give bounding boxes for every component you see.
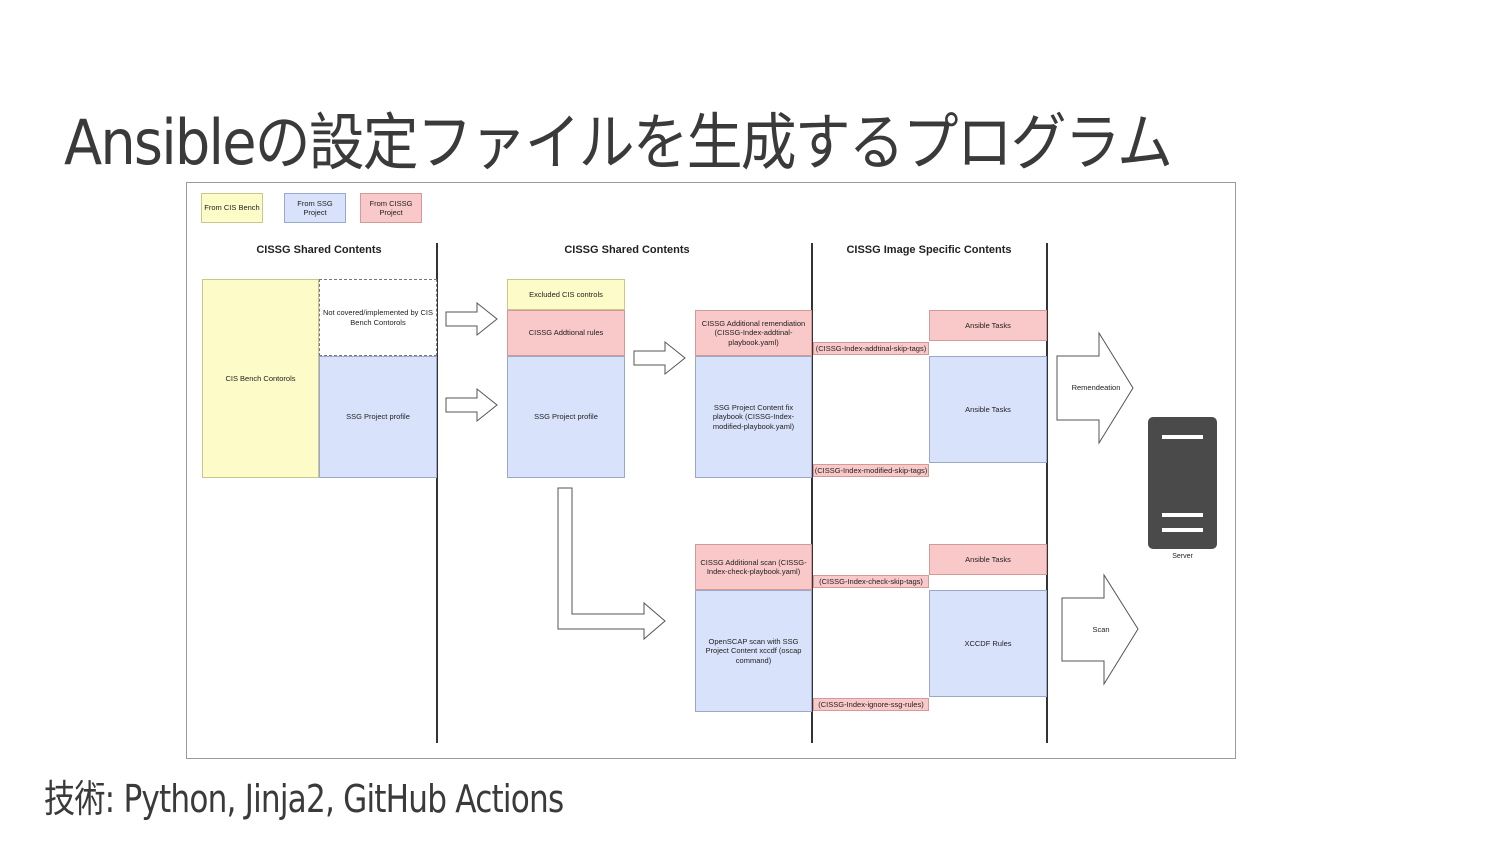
tech-stack-footer: 技術: Python, Jinja2, GitHub Actions [44,777,564,821]
tag-addtinal-skip: (CISSG-Index-addtinal-skip-tags) [813,342,929,355]
architecture-diagram: From CIS Bench From SSG Project From CIS… [186,182,1236,759]
slide-title: Ansibleの設定ファイルを生成するプログラム [64,106,1173,179]
arrow-right-middle [633,340,686,376]
tag-modified-skip: (CISSG-Index-modified-skip-tags) [813,464,929,477]
server-label: Server [1172,553,1193,560]
additional-rules-box: CISSG Addtional rules [507,310,625,356]
cis-bench-controls-box: CIS Bench Contorols [202,279,319,478]
additional-remediation-box: CISSG Additional remendiation (CISSG-Ind… [695,310,812,356]
separator-2 [811,243,813,743]
arrow-right-upper [445,301,498,337]
arrow-scan [1061,573,1139,686]
scan-label: Scan [1092,625,1110,634]
diagram-arrows [445,301,1217,686]
ansible-tasks-box-3: Ansible Tasks [929,544,1047,575]
xccdf-rules-box: XCCDF Rules [929,590,1047,697]
tag-ignore-ssg: (CISSG-Index-ignore-ssg-rules) [813,698,929,711]
additional-scan-box: CISSG Additional scan (CISSG-Index-check… [695,544,812,590]
ansible-tasks-box-2: Ansible Tasks [929,356,1047,463]
tag-check-skip: (CISSG-Index-check-skip-tags) [813,575,929,588]
excluded-controls-box: Excluded CIS controls [507,279,625,310]
ssg-profile-box-2: SSG Project profile [507,356,625,478]
openscap-scan-box: OpenSCAP scan with SSG Project Content x… [695,590,812,712]
fix-playbook-box: SSG Project Content fix playbook (CISSG-… [695,356,812,478]
arrow-bent [557,487,666,641]
arrow-right-lower [445,387,498,423]
column-heading-1: CISSG Shared Contents [256,244,382,256]
ansible-tasks-box-1: Ansible Tasks [929,310,1047,341]
legend-cis-bench: From CIS Bench [201,193,263,223]
legend-cissg-project: From CISSG Project [360,193,422,223]
separator-1 [436,243,438,743]
arrow-remediation [1056,331,1134,445]
ssg-profile-box-1: SSG Project profile [319,356,437,478]
separator-3 [1046,243,1048,743]
legend-ssg-project: From SSG Project [284,193,346,223]
column-heading-2: CISSG Shared Contents [564,244,690,256]
column-heading-3: CISSG Image Specific Contents [846,244,1012,256]
remediation-label: Remendeation [1071,383,1121,392]
not-covered-box: Not covered/implemented by CIS Bench Con… [319,279,437,356]
